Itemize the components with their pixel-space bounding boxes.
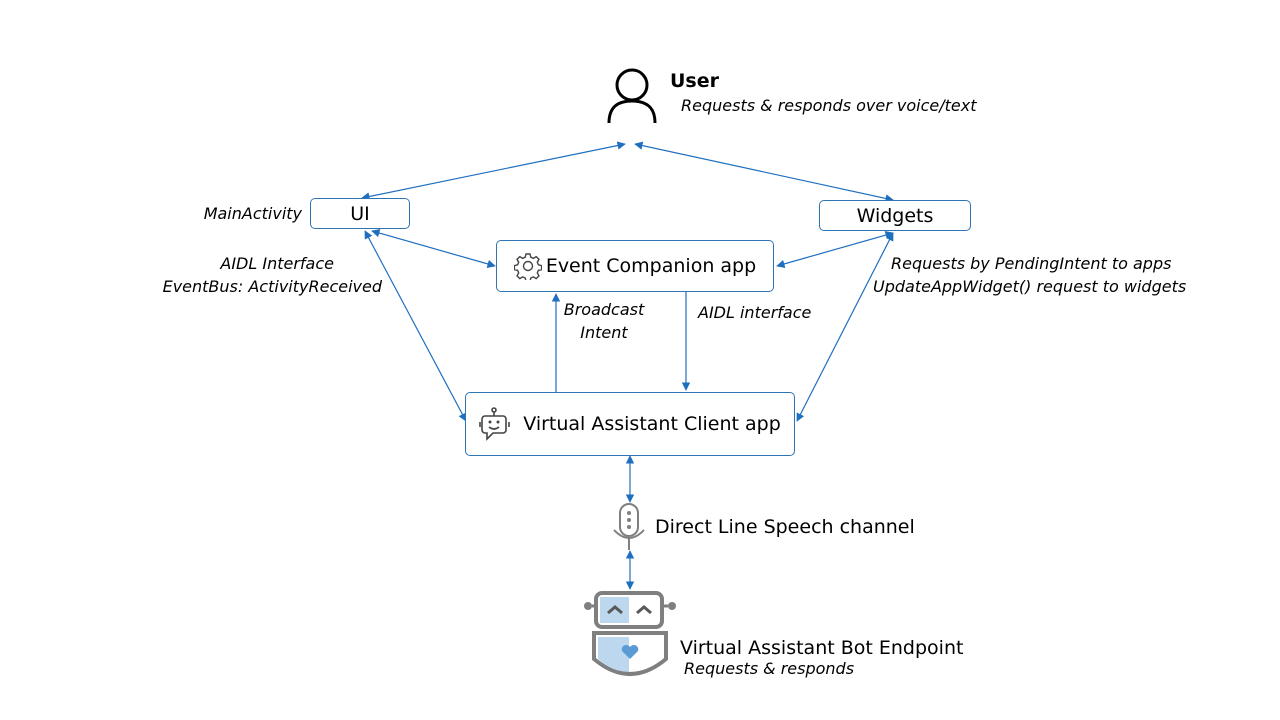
edge-user-ui [361,141,626,201]
ui-box[interactable]: UI [310,198,410,229]
bot-subtitle: Requests & responds [684,659,855,678]
edge-ui-vaclient [364,230,467,422]
va-client-box[interactable]: Virtual Assistant Client app [465,392,795,456]
aidl-interface-label: AIDL interface [698,303,812,322]
channel-label: Direct Line Speech channel [655,516,915,538]
ui-box-label: UI [350,202,370,225]
intent-label: Intent [580,323,628,342]
va-client-label: Virtual Assistant Client app [523,413,781,435]
event-companion-box[interactable]: Event Companion app [496,240,774,292]
broadcast-label: Broadcast [563,300,645,319]
edge-widgets-event [776,231,894,268]
edge-widgets-vaclient [796,232,894,422]
pendingintent-label: Requests by PendingIntent to apps [891,254,1172,273]
user-icon [607,68,657,124]
updateappwidget-label: UpdateAppWidget() request to widgets [873,277,1187,296]
event-companion-label: Event Companion app [545,255,757,277]
gear-icon [513,253,542,280]
user-subtitle: Requests & responds over voice/text [681,96,977,115]
widgets-box[interactable]: Widgets [819,200,971,231]
robot-icon [584,591,676,676]
widgets-box-label: Widgets [856,204,934,227]
edge-user-widgets [634,141,894,203]
edge-ui-event [371,229,496,268]
bot-title: Virtual Assistant Bot Endpoint [680,637,964,659]
mainactivity-label: MainActivity [203,204,302,223]
microphone-icon [613,503,645,550]
aidl-interface-line1: AIDL Interface [220,254,334,273]
eventbus-label: EventBus: ActivityReceived [162,277,382,296]
user-title: User [670,70,719,92]
bot-icon [479,407,511,441]
